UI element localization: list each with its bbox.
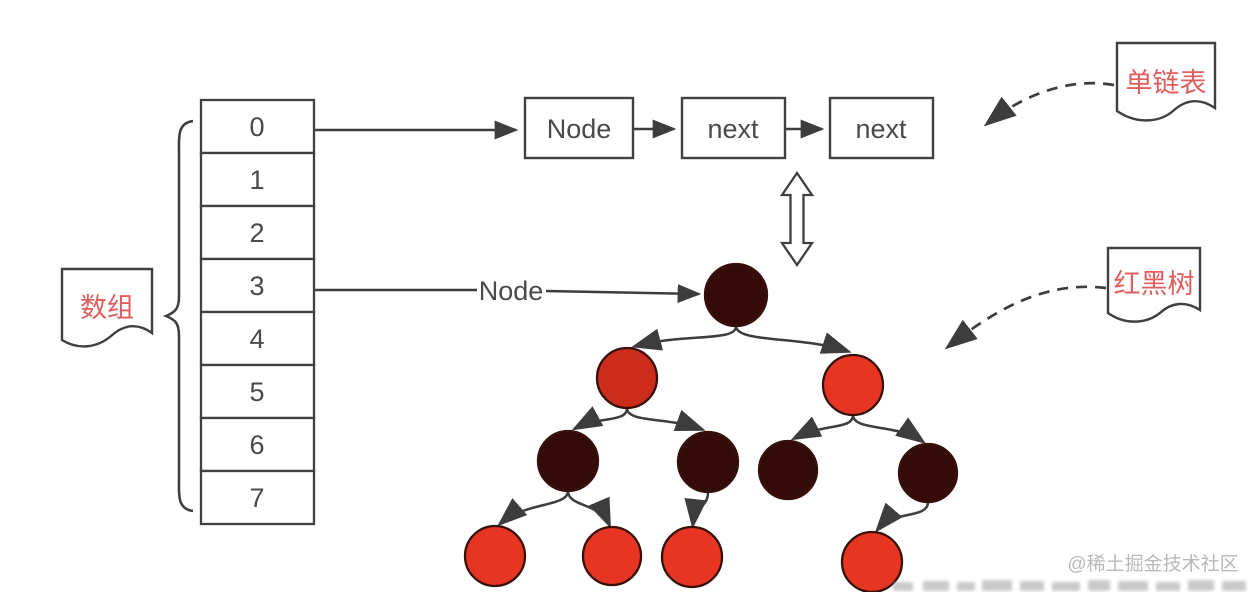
array-cell-label: 3 — [249, 271, 264, 301]
tree-node-left-red — [595, 346, 659, 410]
rbtree-note-label: 红黑树 — [1114, 269, 1195, 299]
array-cell-label: 1 — [249, 165, 264, 195]
array-cell — [199, 204, 316, 261]
array-cell — [199, 363, 316, 420]
array-cell-label: 2 — [249, 218, 264, 248]
tree-node-leaf-red — [840, 530, 904, 592]
tree-node-right-red — [821, 353, 885, 417]
linkedlist-next-label: next — [707, 114, 759, 144]
rbtree-note: 红黑树 — [1106, 246, 1202, 323]
tree-edge — [790, 414, 855, 441]
array-cell — [199, 151, 316, 208]
linkedlist-node-label: Node — [547, 114, 612, 144]
linkedlist-note-label: 单链表 — [1126, 68, 1207, 98]
dashed-arrow-rbtree — [944, 285, 1107, 350]
tree-edge — [566, 490, 611, 529]
tree-node-right-left-black — [757, 439, 819, 501]
linkedlist-next-box-2: next — [828, 96, 935, 160]
array-cell — [199, 469, 316, 526]
cutoff-text-artifact — [893, 580, 1246, 591]
arrow-node-to-treeroot — [545, 284, 702, 304]
linkedlist-note-shape — [1115, 41, 1217, 122]
watermark: @稀土掘金技术社区 — [1067, 553, 1238, 575]
array-cell-label: 6 — [249, 430, 264, 460]
array-cell — [199, 416, 316, 473]
tree-edge — [571, 406, 629, 431]
tree-edge — [684, 491, 710, 529]
array-cell-label: 7 — [249, 483, 264, 513]
tree-node-left-right-black — [676, 430, 740, 494]
array-brace — [162, 119, 194, 513]
tree-edges — [497, 325, 930, 533]
tree-edge — [734, 325, 852, 354]
array-cell — [199, 257, 316, 314]
array-cell-label: 5 — [249, 377, 264, 407]
tree-node-leaf-red — [660, 525, 724, 589]
linkedlist-next-label: next — [855, 114, 907, 144]
tree-node-root-black — [703, 262, 769, 328]
tree-node-leaf-red — [581, 525, 643, 587]
linkedlist-next-box-1: next — [680, 96, 787, 160]
array-cell — [199, 98, 316, 155]
array-note-shape — [60, 267, 154, 348]
tree-edge — [631, 325, 738, 351]
array-cell-label: 0 — [249, 112, 264, 142]
tree-node-leaf-red — [463, 524, 527, 588]
tree-edge — [497, 490, 570, 527]
dashed-arrow-linkedlist — [983, 81, 1115, 127]
tree-node-left-left-black — [536, 429, 600, 493]
array-cell-label: 4 — [249, 324, 264, 354]
array-cell — [199, 310, 316, 367]
tree-node-right-right-black — [897, 442, 959, 504]
bidirectional-arrow-icon — [779, 170, 815, 268]
array-note: 数组 — [60, 267, 154, 348]
array-table: 0 1 2 3 4 5 6 7 — [199, 98, 316, 526]
tree-edge — [851, 414, 927, 444]
tree-nodes — [463, 262, 959, 592]
tree-edge — [625, 407, 706, 432]
linkedlist-note: 单链表 — [1115, 41, 1217, 122]
tree-pointer-label: Node — [479, 276, 544, 306]
array-note-label: 数组 — [80, 293, 134, 323]
tree-edge — [874, 501, 930, 533]
linkedlist-node-box: Node — [523, 96, 635, 160]
rbtree-note-shape — [1106, 246, 1202, 323]
